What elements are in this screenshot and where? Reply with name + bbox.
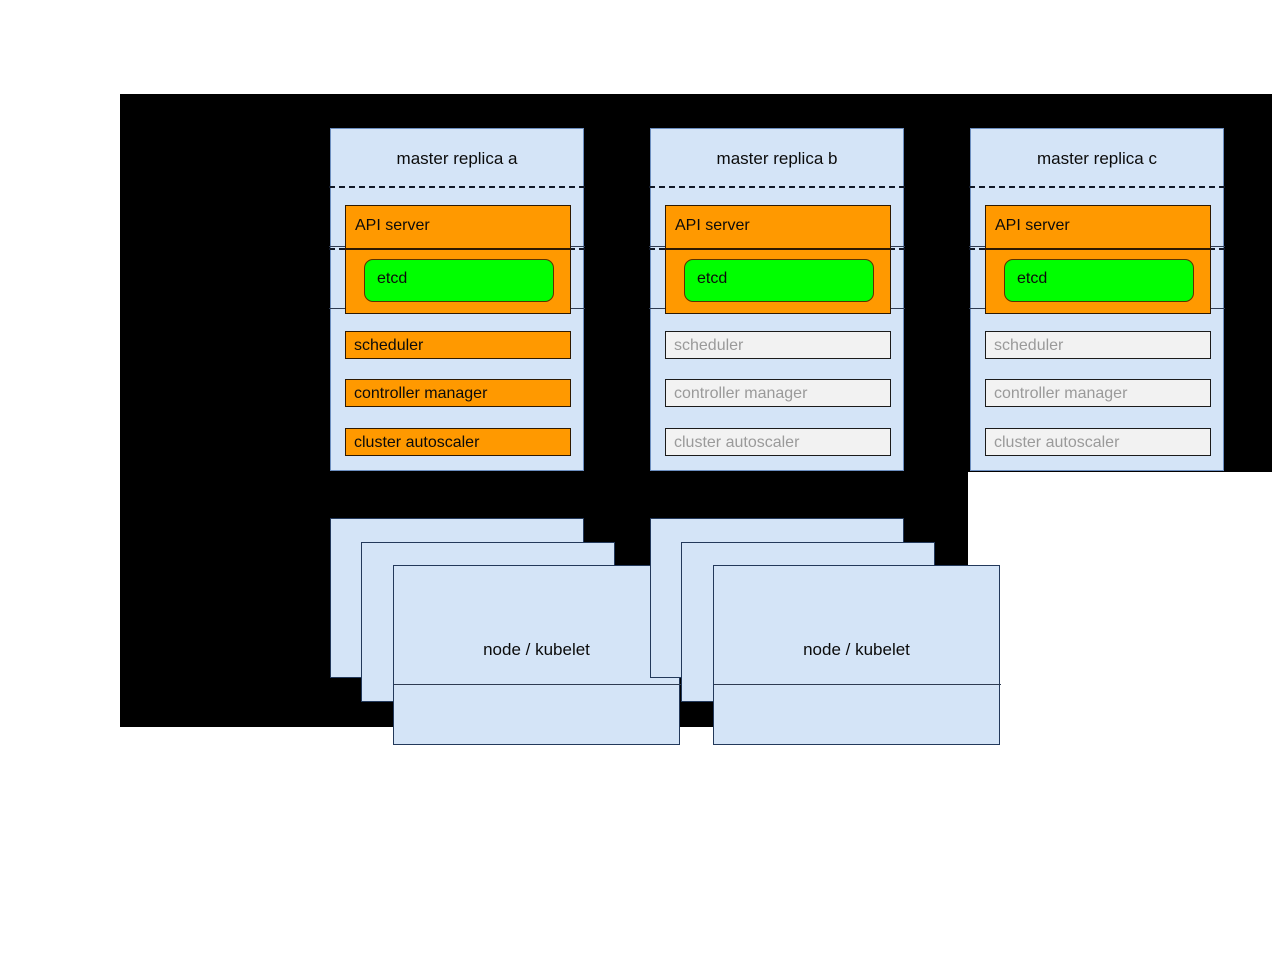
etcd-container-a[interactable]: etcd bbox=[345, 249, 571, 314]
cluster-autoscaler-label: cluster autoscaler bbox=[674, 434, 800, 451]
api-server-label: API server bbox=[355, 217, 430, 234]
etcd-container-c[interactable]: etcd bbox=[985, 249, 1211, 314]
controller-manager-label: controller manager bbox=[994, 385, 1128, 402]
node-rule bbox=[394, 684, 681, 685]
cluster-autoscaler-box-c[interactable]: cluster autoscaler bbox=[985, 428, 1211, 456]
etcd-container-b[interactable]: etcd bbox=[665, 249, 891, 314]
master-replica-c-group[interactable]: master replica c API server etcd schedul… bbox=[969, 128, 1225, 471]
api-server-box-b[interactable]: API server bbox=[665, 205, 891, 249]
master-replica-c-title: master replica c bbox=[1037, 149, 1157, 168]
master-replica-b-title: master replica b bbox=[716, 149, 838, 168]
api-server-label: API server bbox=[995, 217, 1070, 234]
etcd-label: etcd bbox=[697, 270, 728, 287]
node-kubelet-label: node / kubelet bbox=[483, 640, 590, 659]
master-replica-a-group[interactable]: master replica a API server etcd schedul… bbox=[329, 128, 585, 471]
scheduler-label: scheduler bbox=[994, 337, 1064, 354]
scheduler-label: scheduler bbox=[674, 337, 744, 354]
etcd-box-c[interactable]: etcd bbox=[1004, 259, 1194, 302]
etcd-box-b[interactable]: etcd bbox=[684, 259, 874, 302]
scheduler-box-b[interactable]: scheduler bbox=[665, 331, 891, 359]
replica-divider-top bbox=[649, 186, 905, 188]
cluster-autoscaler-box-a[interactable]: cluster autoscaler bbox=[345, 428, 571, 456]
controller-manager-label: controller manager bbox=[674, 385, 808, 402]
node-kubelet-label: node / kubelet bbox=[803, 640, 910, 659]
scheduler-label: scheduler bbox=[354, 337, 424, 354]
scheduler-box-c[interactable]: scheduler bbox=[985, 331, 1211, 359]
etcd-label: etcd bbox=[377, 270, 408, 287]
api-server-box-c[interactable]: API server bbox=[985, 205, 1211, 249]
cluster-autoscaler-label: cluster autoscaler bbox=[354, 434, 480, 451]
controller-manager-label: controller manager bbox=[354, 385, 488, 402]
cluster-autoscaler-label: cluster autoscaler bbox=[994, 434, 1120, 451]
controller-manager-box-b[interactable]: controller manager bbox=[665, 379, 891, 407]
replica-divider-top bbox=[329, 186, 585, 188]
scheduler-box-a[interactable]: scheduler bbox=[345, 331, 571, 359]
controller-manager-box-c[interactable]: controller manager bbox=[985, 379, 1211, 407]
api-server-label: API server bbox=[675, 217, 750, 234]
cluster-autoscaler-box-b[interactable]: cluster autoscaler bbox=[665, 428, 891, 456]
master-replica-b-group[interactable]: master replica b API server etcd schedul… bbox=[649, 128, 905, 471]
api-server-box-a[interactable]: API server bbox=[345, 205, 571, 249]
node-card-front[interactable]: node / kubelet bbox=[713, 565, 1001, 745]
etcd-label: etcd bbox=[1017, 270, 1048, 287]
backdrop-plate-notch bbox=[120, 472, 512, 520]
node-rule bbox=[714, 684, 1001, 685]
master-replica-a-title: master replica a bbox=[396, 149, 518, 168]
controller-manager-box-a[interactable]: controller manager bbox=[345, 379, 571, 407]
etcd-box-a[interactable]: etcd bbox=[364, 259, 554, 302]
node-card-front[interactable]: node / kubelet bbox=[393, 565, 681, 745]
replica-divider-top bbox=[969, 186, 1225, 188]
